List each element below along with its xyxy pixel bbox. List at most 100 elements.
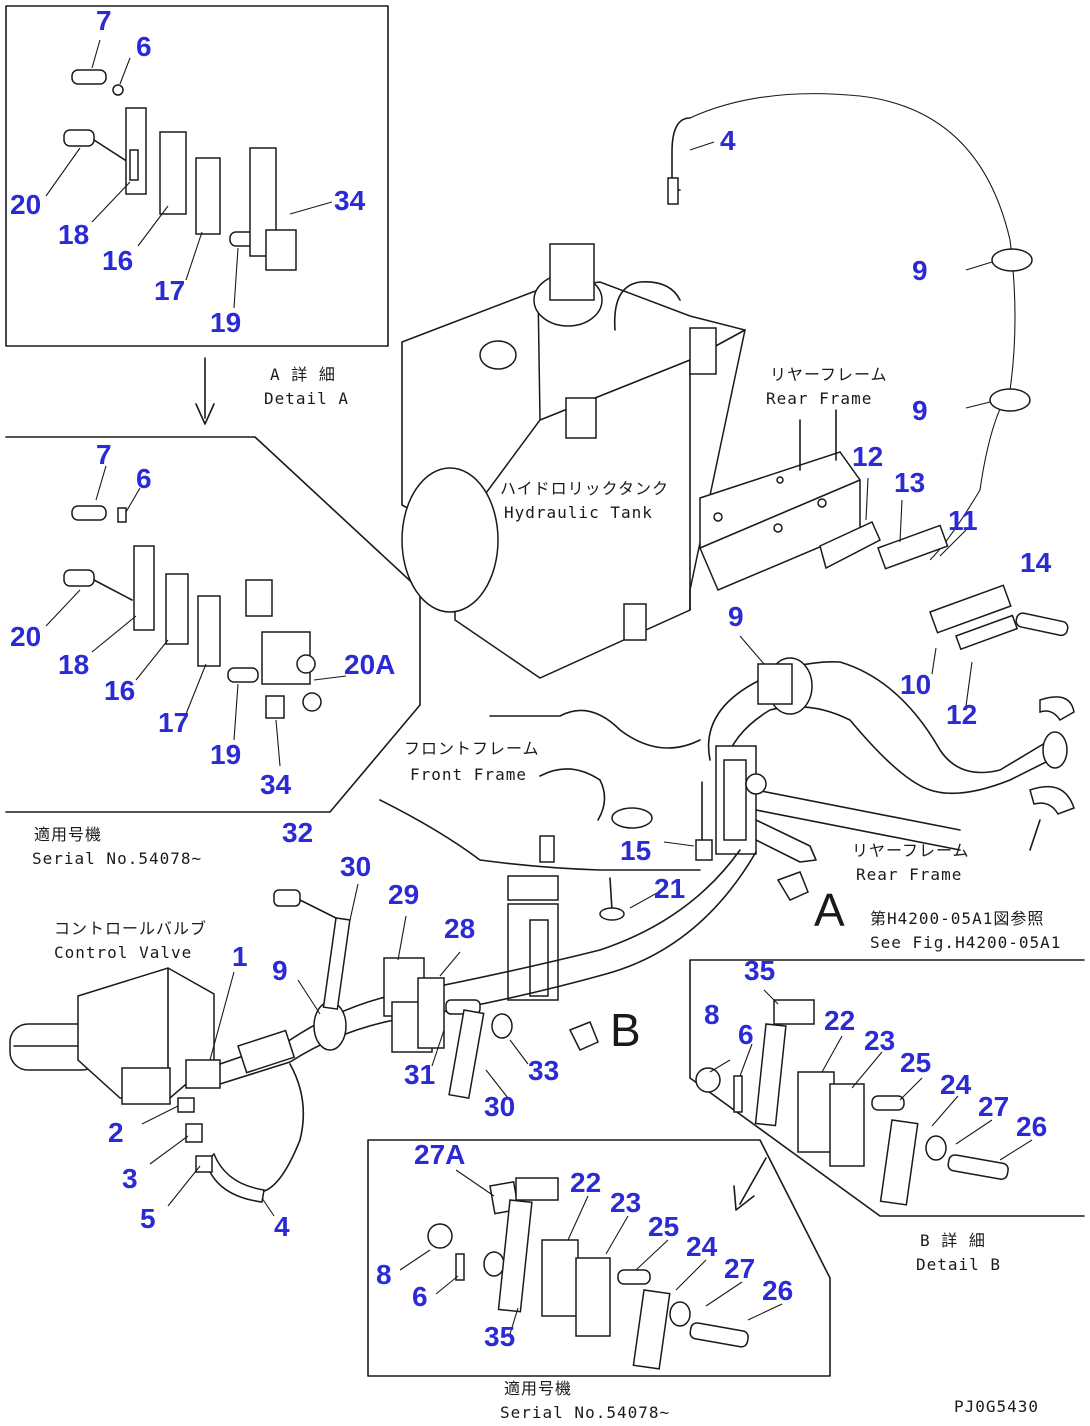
callout-7: 7 bbox=[96, 5, 112, 36]
callout-9-a: 9 bbox=[912, 255, 928, 286]
callout-7-b: 7 bbox=[96, 439, 112, 470]
detail-b-upper-parts bbox=[695, 999, 1009, 1206]
detail-b-label-en: Detail B bbox=[916, 1255, 1001, 1274]
callout-16-b: 16 bbox=[104, 675, 135, 706]
callout-28: 28 bbox=[444, 913, 475, 944]
callout-6-b: 6 bbox=[136, 463, 152, 494]
callout-10: 10 bbox=[900, 669, 931, 700]
callout-35-b: 35 bbox=[484, 1321, 515, 1352]
callout-11: 11 bbox=[948, 505, 978, 536]
see-fig-label-jp: 第H4200-05A1図参照 bbox=[870, 909, 1044, 928]
callout-12: 12 bbox=[852, 441, 883, 472]
callout-24-b: 24 bbox=[686, 1231, 718, 1262]
callout-32: 32 bbox=[282, 817, 313, 848]
serial-label-en-2: Serial No.54078~ bbox=[500, 1403, 670, 1422]
callout-20: 20 bbox=[10, 189, 41, 220]
callout-2: 2 bbox=[108, 1117, 124, 1148]
callout-22-b: 22 bbox=[570, 1167, 601, 1198]
see-fig-label-en: See Fig.H4200-05A1 bbox=[870, 933, 1061, 952]
callout-25-b: 25 bbox=[648, 1211, 679, 1242]
view-arrow-a-letter: A bbox=[814, 884, 845, 936]
detail-b-lower-parts bbox=[427, 1177, 749, 1370]
front-frame-label-en: Front Frame bbox=[410, 765, 527, 784]
callout-25: 25 bbox=[900, 1047, 931, 1078]
hydraulic-tank-label-en: Hydraulic Tank bbox=[504, 503, 653, 522]
detail-a-label-en: Detail A bbox=[264, 389, 349, 408]
control-valve-label-en: Control Valve bbox=[54, 943, 192, 962]
text-labels: A 詳 細 Detail A リヤーフレーム Rear Frame ハイドロリッ… bbox=[32, 365, 1061, 1422]
callout-4-b: 4 bbox=[274, 1211, 290, 1242]
callout-8: 8 bbox=[704, 999, 720, 1030]
detail-a-lower-box bbox=[5, 436, 421, 813]
callout-21: 21 bbox=[654, 873, 685, 904]
detail-a-label-jp: A 詳 細 bbox=[270, 365, 336, 384]
callout-6-d: 6 bbox=[412, 1281, 428, 1312]
callout-17: 17 bbox=[154, 275, 185, 306]
callout-5: 5 bbox=[140, 1203, 156, 1234]
detail-a-upper-parts bbox=[63, 69, 297, 271]
serial-label-en-1: Serial No.54078~ bbox=[32, 849, 202, 868]
callout-20-b: 20 bbox=[10, 621, 41, 652]
callout-34-b: 34 bbox=[260, 769, 292, 800]
callout-16: 16 bbox=[102, 245, 133, 276]
view-arrow-b-letter: B bbox=[610, 1004, 641, 1056]
hydraulic-tank-label-jp: ハイドロリックタンク bbox=[500, 479, 669, 498]
detail-b-arrow bbox=[733, 1157, 767, 1211]
callout-13: 13 bbox=[894, 467, 925, 498]
rear-frame-label-jp-1: リヤーフレーム bbox=[770, 365, 888, 384]
callout-30: 30 bbox=[340, 851, 371, 882]
front-frame bbox=[379, 709, 701, 1001]
callout-leaders bbox=[45, 39, 1033, 1335]
hose-fitting-upper bbox=[667, 177, 679, 205]
callout-4: 4 bbox=[720, 125, 736, 156]
callout-35: 35 bbox=[744, 955, 775, 986]
callout-20a: 20A bbox=[344, 649, 395, 680]
callout-18-b: 18 bbox=[58, 649, 89, 680]
callout-27: 27 bbox=[978, 1091, 1009, 1122]
clamp-9-a bbox=[991, 248, 1033, 272]
rear-frame-label-jp-2: リヤーフレーム bbox=[852, 841, 970, 860]
lower-piping bbox=[177, 849, 757, 1203]
drawing-code: PJ0G5430 bbox=[954, 1397, 1039, 1416]
callout-1: 1 bbox=[232, 941, 248, 972]
view-arrows bbox=[568, 871, 809, 1051]
callout-33: 33 bbox=[528, 1055, 559, 1086]
callout-23-b: 23 bbox=[610, 1187, 641, 1218]
callout-34: 34 bbox=[334, 185, 366, 216]
rear-frame-label-en-1: Rear Frame bbox=[766, 389, 872, 408]
callout-26-b: 26 bbox=[762, 1275, 793, 1306]
callout-6: 6 bbox=[136, 31, 152, 62]
callout-27a: 27A bbox=[414, 1139, 465, 1170]
callout-3: 3 bbox=[122, 1163, 138, 1194]
callout-22: 22 bbox=[824, 1005, 855, 1036]
control-valve-label-jp: コントロールバルブ bbox=[54, 919, 207, 938]
detail-a-upper-box bbox=[5, 5, 389, 347]
clamp-parts-right bbox=[819, 521, 1069, 651]
serial-label-jp-1: 適用号機 bbox=[34, 825, 102, 844]
callout-19-b: 19 bbox=[210, 739, 241, 770]
detail-b-label-jp: B 詳 細 bbox=[920, 1231, 986, 1250]
callout-19: 19 bbox=[210, 307, 241, 338]
rear-frame-label-en-2: Rear Frame bbox=[856, 865, 962, 884]
detail-b-upper-box bbox=[689, 959, 1085, 1217]
callout-29: 29 bbox=[388, 879, 419, 910]
callout-9-b: 9 bbox=[912, 395, 928, 426]
callout-26: 26 bbox=[1016, 1111, 1047, 1142]
callout-27-b: 27 bbox=[724, 1253, 755, 1284]
detail-b-lower-box bbox=[367, 1139, 831, 1377]
detail-a-lower-parts bbox=[63, 505, 322, 719]
clamp-9-b bbox=[989, 388, 1031, 412]
callout-numbers: 7 6 20 18 16 17 19 34 7 6 20 18 16 17 19… bbox=[10, 5, 1052, 1352]
control-valve bbox=[9, 967, 221, 1105]
callout-15: 15 bbox=[620, 835, 651, 866]
serial-label-jp-2: 適用号機 bbox=[504, 1379, 572, 1398]
callout-14: 14 bbox=[1020, 547, 1052, 578]
callout-24: 24 bbox=[940, 1069, 972, 1100]
callout-9-d: 9 bbox=[272, 955, 288, 986]
front-frame-label-jp: フロントフレーム bbox=[404, 739, 540, 758]
rear-frame-upper bbox=[699, 409, 861, 591]
callout-8-b: 8 bbox=[376, 1259, 392, 1290]
callout-31: 31 bbox=[404, 1059, 435, 1090]
